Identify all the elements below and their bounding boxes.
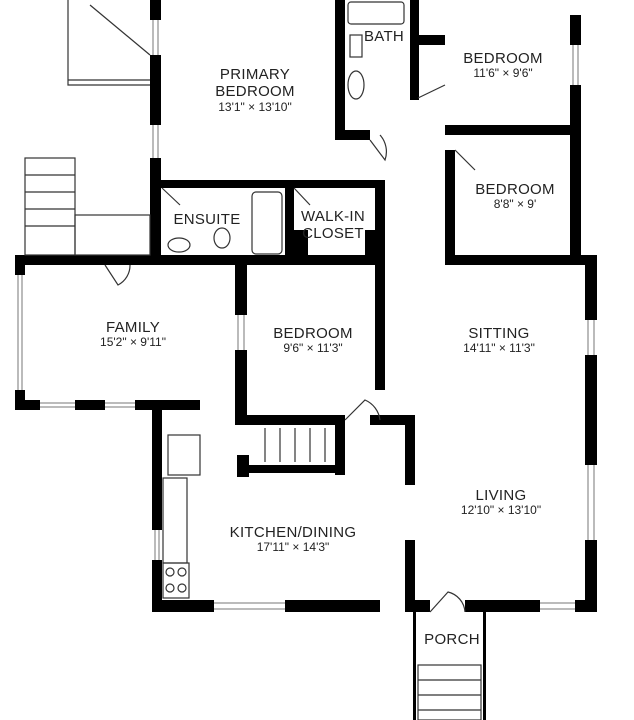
room-name: BEDROOM [475,181,555,198]
room-family: FAMILY 15'2" × 9'11" [100,319,166,350]
room-name: PRIMARY [219,66,291,83]
room-bedroom-1: BEDROOM 11'6" × 9'6" [463,50,543,81]
room-dimensions: 17'11" × 14'3" [256,540,330,555]
room-sitting: SITTING 14'11" × 11'3" [463,325,535,356]
room-living: LIVING 12'10" × 13'10" [461,487,541,518]
room-name: SITTING [468,325,530,342]
room-ensuite: ENSUITE [173,211,240,228]
room-name: WALK-IN [300,208,366,225]
room-dimensions: 12'10" × 13'10" [460,503,542,518]
room-name: BEDROOM [273,325,353,342]
walls [15,0,597,720]
room-name: FAMILY [105,319,161,336]
room-name: ENSUITE [173,211,241,228]
room-walk-in-closet: WALK-IN CLOSET [301,208,365,243]
room-dimensions: 8'8" × 9' [493,197,537,212]
room-bedroom-2: BEDROOM 8'8" × 9' [475,181,555,212]
room-name: BEDROOM [463,50,543,67]
room-porch: PORCH [424,631,480,648]
room-name: BEDROOM [215,83,295,101]
room-name: KITCHEN/DINING [229,524,357,541]
room-primary-bedroom: PRIMARY BEDROOM 13'1" × 13'10" [215,66,295,114]
room-name: CLOSET [302,225,364,243]
room-bath: BATH [364,28,404,45]
room-name: PORCH [424,631,480,648]
room-dimensions: 14'11" × 11'3" [463,341,535,356]
room-name: LIVING [475,487,527,504]
windows [17,20,595,610]
fixtures [24,0,482,720]
room-kitchen-dining: KITCHEN/DINING 17'11" × 14'3" [230,524,357,555]
room-bedroom-3: BEDROOM 9'6" × 11'3" [273,325,353,356]
room-name: BATH [363,28,405,45]
room-dimensions: 9'6" × 11'3" [283,341,343,356]
room-dimensions: 15'2" × 9'11" [100,335,166,350]
room-dimensions: 13'1" × 13'10" [218,99,292,114]
room-dimensions: 11'6" × 9'6" [473,66,533,81]
